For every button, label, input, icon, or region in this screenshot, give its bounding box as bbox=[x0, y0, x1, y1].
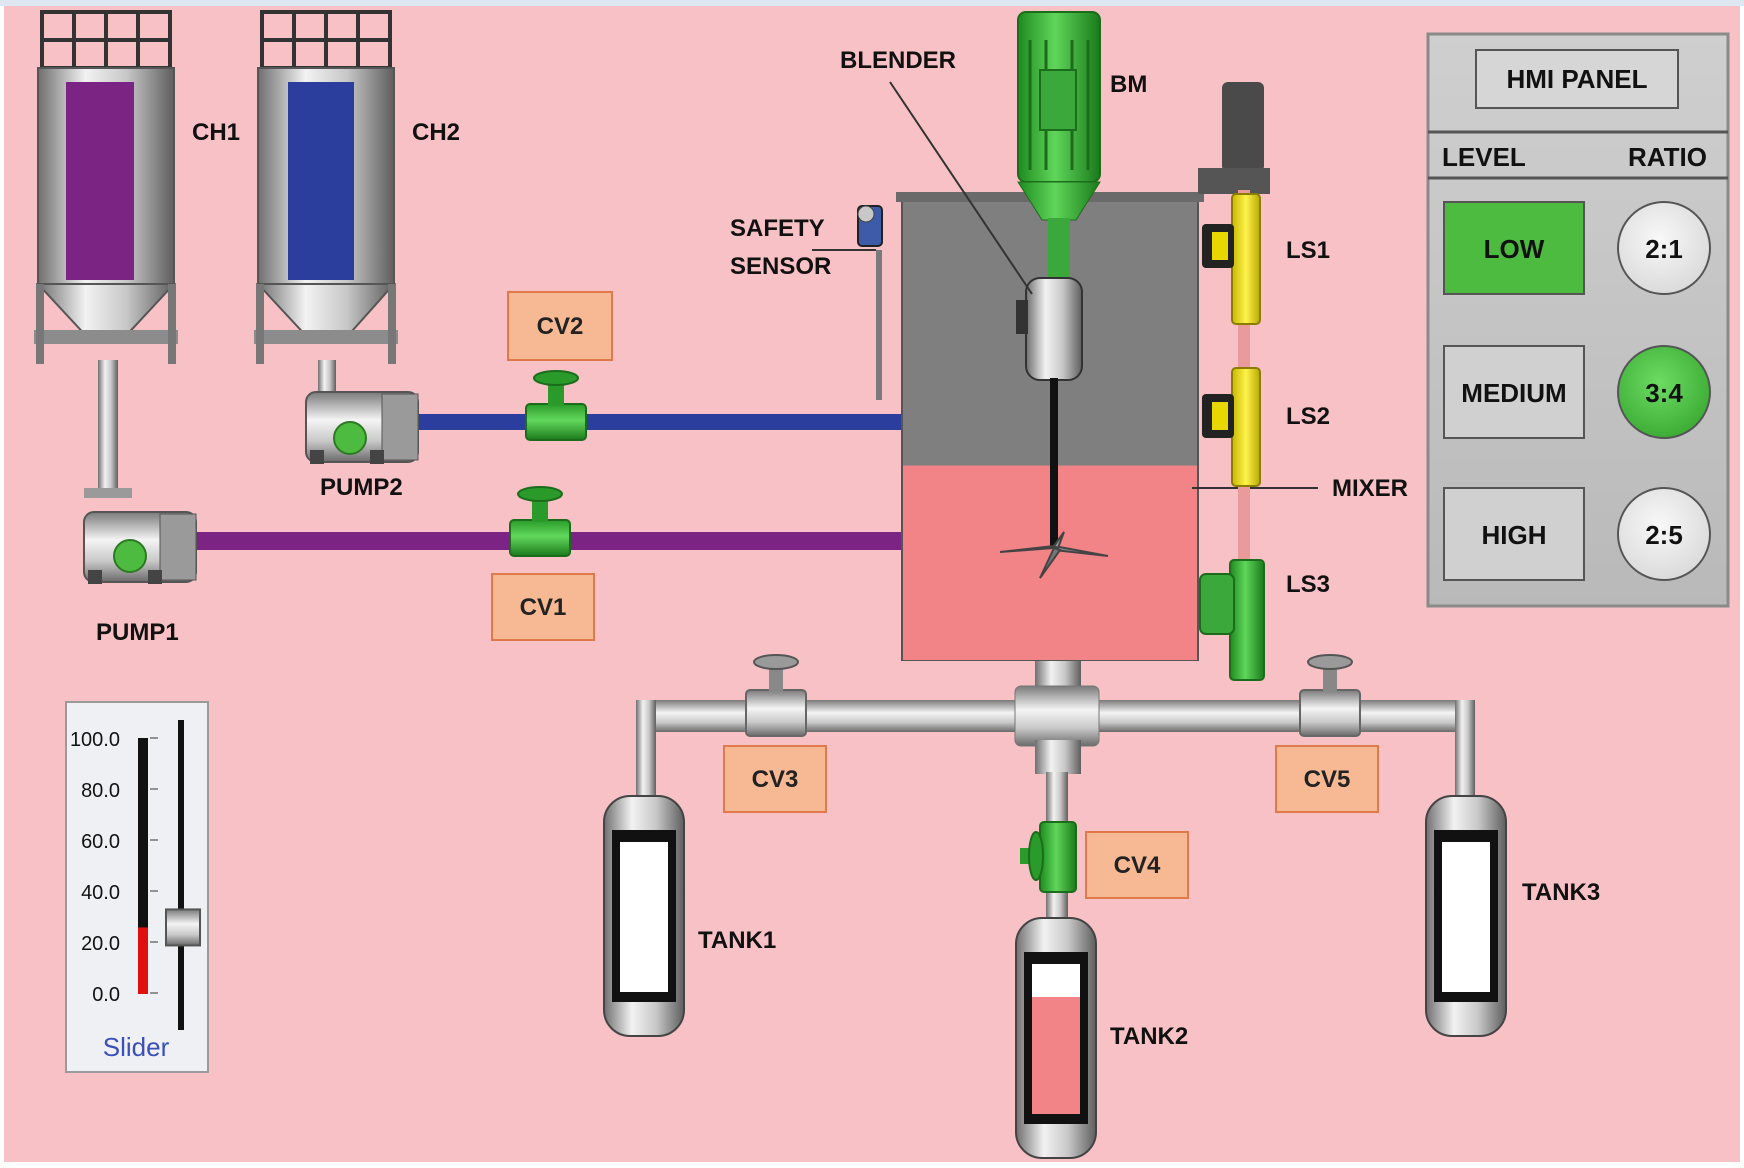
slider-track[interactable] bbox=[178, 720, 184, 1030]
ch1-level-fill bbox=[66, 82, 134, 280]
ls1-switch bbox=[1231, 193, 1261, 325]
sensor-label: SENSOR bbox=[730, 253, 831, 280]
hmi-title: HMI PANEL bbox=[1506, 64, 1647, 94]
pump1-status-lamp bbox=[113, 539, 147, 573]
slider-caption: Slider bbox=[103, 1032, 170, 1062]
level-low-button[interactable] bbox=[1443, 201, 1585, 295]
ls1-label: LS1 bbox=[1286, 237, 1330, 264]
safety-label: SAFETY bbox=[730, 215, 825, 242]
pump2[interactable] bbox=[305, 391, 419, 464]
cv5-label: CV5 bbox=[1304, 766, 1351, 793]
tank3 bbox=[1425, 795, 1507, 1037]
top-border bbox=[0, 0, 1744, 6]
ch1-outlet-pipe bbox=[98, 360, 118, 492]
ratio-3-4-label: 3:4 bbox=[1645, 378, 1683, 408]
pump2-label: PUMP2 bbox=[320, 474, 403, 501]
ls2-switch bbox=[1231, 367, 1261, 487]
cv1-label: CV1 bbox=[520, 594, 567, 621]
cv2-tag bbox=[507, 291, 613, 361]
valve-cv5[interactable] bbox=[1299, 654, 1361, 737]
slider-panel bbox=[65, 701, 209, 1073]
ratio-3-4-button[interactable] bbox=[1617, 345, 1711, 439]
tank1-drop-pipe bbox=[636, 700, 656, 800]
cv4-label: CV4 bbox=[1114, 852, 1161, 879]
level-high-button[interactable] bbox=[1443, 487, 1585, 581]
level-switch-column bbox=[1198, 82, 1270, 681]
cross-lower-stub bbox=[1035, 740, 1081, 774]
ratio-2-1-label: 2:1 bbox=[1645, 234, 1683, 264]
pump1-label: PUMP1 bbox=[96, 619, 179, 646]
valve-cv1[interactable] bbox=[509, 486, 571, 557]
slider-widget[interactable]: 100.0 80.0 60.0 40.0 20.0 0.0 Slider bbox=[65, 701, 209, 1073]
slider-tick: 100.0 bbox=[70, 729, 120, 751]
valve-cv4[interactable] bbox=[1020, 821, 1077, 893]
ch1-base bbox=[34, 330, 178, 344]
ch1-outlet-flange bbox=[84, 488, 132, 498]
cross-fitting bbox=[1014, 685, 1100, 747]
ratio-2-5-button[interactable] bbox=[1617, 487, 1711, 581]
slider-tick: 80.0 bbox=[81, 780, 120, 802]
ls3-switch bbox=[1229, 559, 1265, 681]
slider-tick: 0.0 bbox=[92, 984, 120, 1006]
slider-tick: 20.0 bbox=[81, 933, 120, 955]
ls3-label: LS3 bbox=[1286, 571, 1330, 598]
tank3-drop-pipe bbox=[1455, 700, 1475, 800]
cv2-label: CV2 bbox=[537, 313, 584, 340]
tank3-label: TANK3 bbox=[1522, 879, 1600, 906]
ch1-label: CH1 bbox=[192, 119, 240, 146]
safety-sensor bbox=[812, 205, 883, 400]
ratio-2-1-button[interactable] bbox=[1617, 201, 1711, 295]
mixer-label: MIXER bbox=[1332, 475, 1408, 502]
cv4-tag bbox=[1085, 831, 1189, 899]
hmi-ratio-header: RATIO bbox=[1628, 142, 1707, 172]
slider-bar-track bbox=[138, 738, 148, 994]
valve-cv3[interactable] bbox=[745, 654, 807, 737]
tank2 bbox=[1015, 917, 1097, 1159]
ratio-2-5-label: 2:5 bbox=[1645, 520, 1683, 550]
valve-cv2[interactable] bbox=[525, 370, 587, 441]
silo-ch1 bbox=[34, 10, 178, 364]
level-high-label: HIGH bbox=[1482, 520, 1547, 550]
ch2-base bbox=[254, 330, 398, 344]
ch2-level-fill bbox=[288, 82, 354, 280]
level-medium-button[interactable] bbox=[1443, 345, 1585, 439]
pump1[interactable] bbox=[83, 511, 197, 584]
blender-label: BLENDER bbox=[840, 47, 956, 74]
slider-thumb[interactable] bbox=[165, 908, 201, 947]
tank1 bbox=[603, 795, 685, 1037]
mixer-vessel bbox=[889, 11, 1318, 661]
blender-gearbox bbox=[1025, 277, 1083, 381]
tank2-level-fill bbox=[1032, 997, 1080, 1114]
cv3-label: CV3 bbox=[752, 766, 799, 793]
slider-tick: 40.0 bbox=[81, 882, 120, 904]
hmi-level-header: LEVEL bbox=[1442, 142, 1526, 172]
cv5-tag bbox=[1275, 745, 1379, 813]
cv3-tag bbox=[723, 745, 827, 813]
ch2-outlet-pipe bbox=[318, 360, 336, 396]
hmi-title-box bbox=[1475, 49, 1679, 109]
tank2-label: TANK2 bbox=[1110, 1023, 1188, 1050]
tank1-label: TANK1 bbox=[698, 927, 776, 954]
ch2-label: CH2 bbox=[412, 119, 460, 146]
ls2-label: LS2 bbox=[1286, 403, 1330, 430]
level-column-cap bbox=[1222, 82, 1264, 172]
silo-ch2 bbox=[254, 10, 398, 364]
bm-label: BM bbox=[1110, 71, 1147, 98]
level-medium-label: MEDIUM bbox=[1461, 378, 1566, 408]
cv1-tag bbox=[491, 573, 595, 641]
slider-bar-fill bbox=[138, 927, 148, 994]
pump2-status-lamp bbox=[333, 421, 367, 455]
level-low-label: LOW bbox=[1484, 234, 1545, 264]
slider-tick: 60.0 bbox=[81, 831, 120, 853]
blue-pipe bbox=[415, 414, 907, 430]
hmi-panel: HMI PANEL LEVEL RATIO LOW MEDIUM HIGH 2:… bbox=[1426, 32, 1730, 608]
